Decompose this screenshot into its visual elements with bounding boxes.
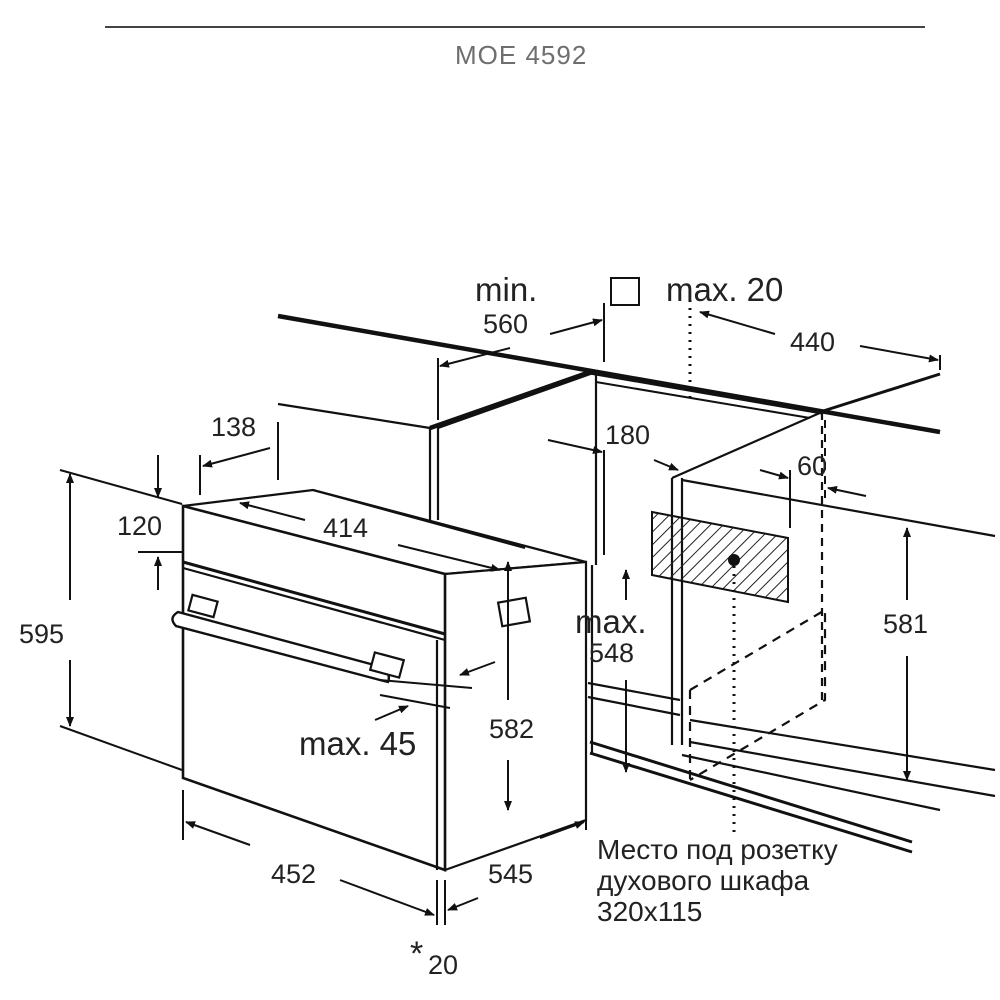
socket-area: [610, 277, 789, 835]
label-max-45: max. 45: [299, 725, 417, 762]
label-max-548-a: max.: [575, 603, 647, 640]
dim-452-arrow-right: [339, 879, 435, 916]
label-581: 581: [883, 609, 929, 639]
dim-560-arrow-left: [439, 347, 511, 368]
dim-45-ext-a: [379, 679, 473, 689]
handle-mount-right: [368, 651, 406, 679]
label-max-548-b: 548: [589, 638, 635, 668]
dim-545-arrow-left: [447, 897, 479, 911]
dim-138-arrow: [202, 447, 271, 468]
dim-45-arrow-top: [459, 661, 496, 676]
cabinet-line-1: [681, 478, 996, 538]
label-560: 560: [483, 309, 529, 339]
label-582: 582: [489, 714, 535, 744]
label-414: 414: [323, 513, 369, 543]
dim-560-arrow-right: [549, 318, 603, 335]
dim-440-arrow-right: [859, 345, 939, 363]
left-panel-top: [277, 402, 431, 430]
label-138: 138: [211, 412, 257, 442]
dim-440-arrow-left: [699, 310, 776, 335]
max20-square: [610, 277, 640, 306]
label-60: 60: [797, 451, 828, 481]
oven-front: [181, 504, 447, 872]
label-min: min.: [475, 271, 538, 308]
side-vent: [496, 596, 532, 628]
label-180: 180: [605, 420, 651, 450]
label-595: 595: [19, 619, 65, 649]
niche-floor-a: [587, 681, 681, 702]
dim-595-ext-top: [59, 469, 183, 505]
dim-595-ext-bottom: [59, 725, 183, 771]
dim-545-arrow-right: [539, 821, 585, 839]
label-545: 545: [488, 859, 534, 889]
dim-414-arrow-right: [397, 544, 501, 572]
socket-note-line2: духового шкафа: [597, 865, 810, 896]
socket-hatch: [651, 510, 789, 604]
cabinet-line-4: [681, 753, 941, 812]
dim-60-arrow-right: [827, 485, 867, 497]
label-452: 452: [271, 859, 317, 889]
label-star: *: [410, 935, 424, 973]
cabinet-line-2: [689, 718, 996, 772]
dim-414-arrow-left: [239, 501, 306, 521]
label-star-20: 20: [428, 950, 459, 980]
dim-452-arrow-left: [185, 821, 251, 846]
dim-45-arrow-bottom: [374, 705, 409, 721]
dim-180-arrow: [547, 439, 603, 454]
label-440: 440: [790, 327, 836, 357]
cabinet-line-3: [689, 740, 996, 798]
control-panel-line: [182, 560, 446, 636]
dimension-lines: [59, 303, 941, 925]
dim-45-ext-b: [379, 694, 451, 709]
niche-floor-b: [587, 695, 681, 717]
countertop-front-edge: [429, 369, 591, 431]
lower-floor-b: [589, 751, 913, 854]
oven-top-rear: [312, 488, 526, 550]
oven: [171, 488, 588, 872]
handle-mount-left: [187, 593, 219, 619]
dim-60-arrow-left: [759, 469, 789, 480]
model-title: MOE 4592: [455, 40, 588, 70]
countertop-side-edge: [819, 372, 941, 414]
lower-floor-a: [589, 740, 913, 844]
niche-back-top: [437, 370, 597, 430]
hidden-back-box: [689, 608, 827, 781]
side-panel-top: [671, 410, 823, 480]
socket-point: [728, 554, 740, 566]
socket-note-line3: 320x115: [597, 896, 703, 927]
cabinet: [277, 313, 996, 854]
socket-note: Место под розетку духового шкафа 320x115: [597, 834, 838, 927]
dim-180-arrow-b: [653, 459, 679, 471]
label-max-20: max. 20: [666, 271, 784, 308]
control-panel-line-2: [182, 566, 446, 642]
label-120: 120: [117, 511, 163, 541]
countertop-slot: [589, 369, 823, 415]
countertop-slot-inner: [595, 381, 811, 419]
socket-note-line1: Место под розетку: [597, 834, 838, 865]
